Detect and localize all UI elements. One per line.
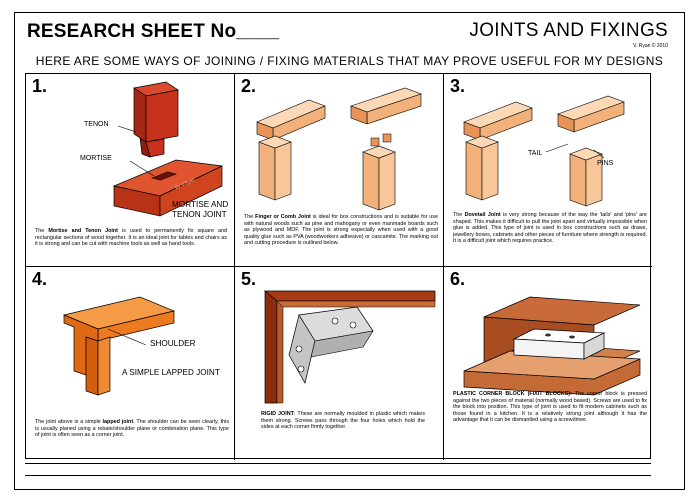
finger-joint-illustration	[256, 87, 422, 211]
panel-lapped-joint: 4. SHOULDER A SIMPLE LAPPED JOINT The jo…	[26, 267, 235, 460]
panel-description: The joint above is a simple lapped joint…	[35, 419, 230, 439]
panel-dovetail-joint: 3. TAIL PINS The Dovetail Joint is very …	[444, 74, 652, 267]
corner-block-illustration	[463, 296, 641, 396]
footer-rule-1	[25, 463, 651, 464]
panel-description: The Dovetail Joint is very strong becaus…	[453, 212, 647, 245]
panel-number: 5.	[241, 269, 257, 289]
caption-line-1: MORTISE AND	[172, 200, 229, 209]
panel-description: The Mortise and Tenon Joint is used to p…	[35, 228, 227, 248]
tail-label: TAIL	[528, 150, 543, 157]
panel-finger-joint: 2. The Finger or C	[235, 74, 444, 267]
shoulder-label: SHOULDER	[150, 339, 196, 348]
topic-title: JOINTS AND FIXINGS	[469, 20, 668, 41]
joints-grid: 1. By V.Ryan TENON MORTISE MORTISE	[25, 73, 652, 460]
author-credit: V. Ryan © 2010	[633, 43, 668, 49]
lapped-joint-illustration	[62, 296, 176, 396]
panel-number: 2.	[241, 76, 257, 96]
panel-number: 6.	[450, 269, 466, 289]
panel-description: RIGID JOINT: These are normally moulded …	[261, 411, 425, 431]
rigid-joint-illustration	[264, 290, 436, 404]
panel-corner-block: 6. PLASTIC CORNER BLOCK (FIXIT BLOCKS): …	[444, 267, 652, 460]
panel-rigid-joint: 5. RIGID JOINT: These are normally mould…	[235, 267, 444, 460]
footer-rule-2	[25, 475, 651, 476]
lapped-caption: A SIMPLE LAPPED JOINT	[122, 368, 220, 377]
tenon-label: TENON	[84, 121, 109, 128]
panel-number: 4.	[32, 269, 48, 289]
panel-description: PLASTIC CORNER BLOCK (FIXIT BLOCKS): The…	[453, 391, 647, 424]
mortise-label: MORTISE	[80, 155, 112, 162]
mortise-tenon-illustration: By V.Ryan	[112, 81, 224, 217]
caption-line-2: TENON JOINT	[172, 210, 227, 219]
sheet-title: RESEARCH SHEET No____	[27, 21, 280, 42]
dovetail-illustration	[463, 95, 625, 207]
pins-label: PINS	[597, 160, 614, 167]
panel-description: The Finger or Comb Joint is ideal for bo…	[244, 214, 439, 247]
sheet-frame: RESEARCH SHEET No____ JOINTS AND FIXINGS…	[14, 12, 685, 490]
panel-number: 3.	[450, 76, 466, 96]
sheet-subtitle: HERE ARE SOME WAYS OF JOINING / FIXING M…	[35, 54, 664, 68]
panel-number: 1.	[32, 76, 48, 96]
panel-mortise-tenon: 1. By V.Ryan TENON MORTISE MORTISE	[26, 74, 235, 267]
